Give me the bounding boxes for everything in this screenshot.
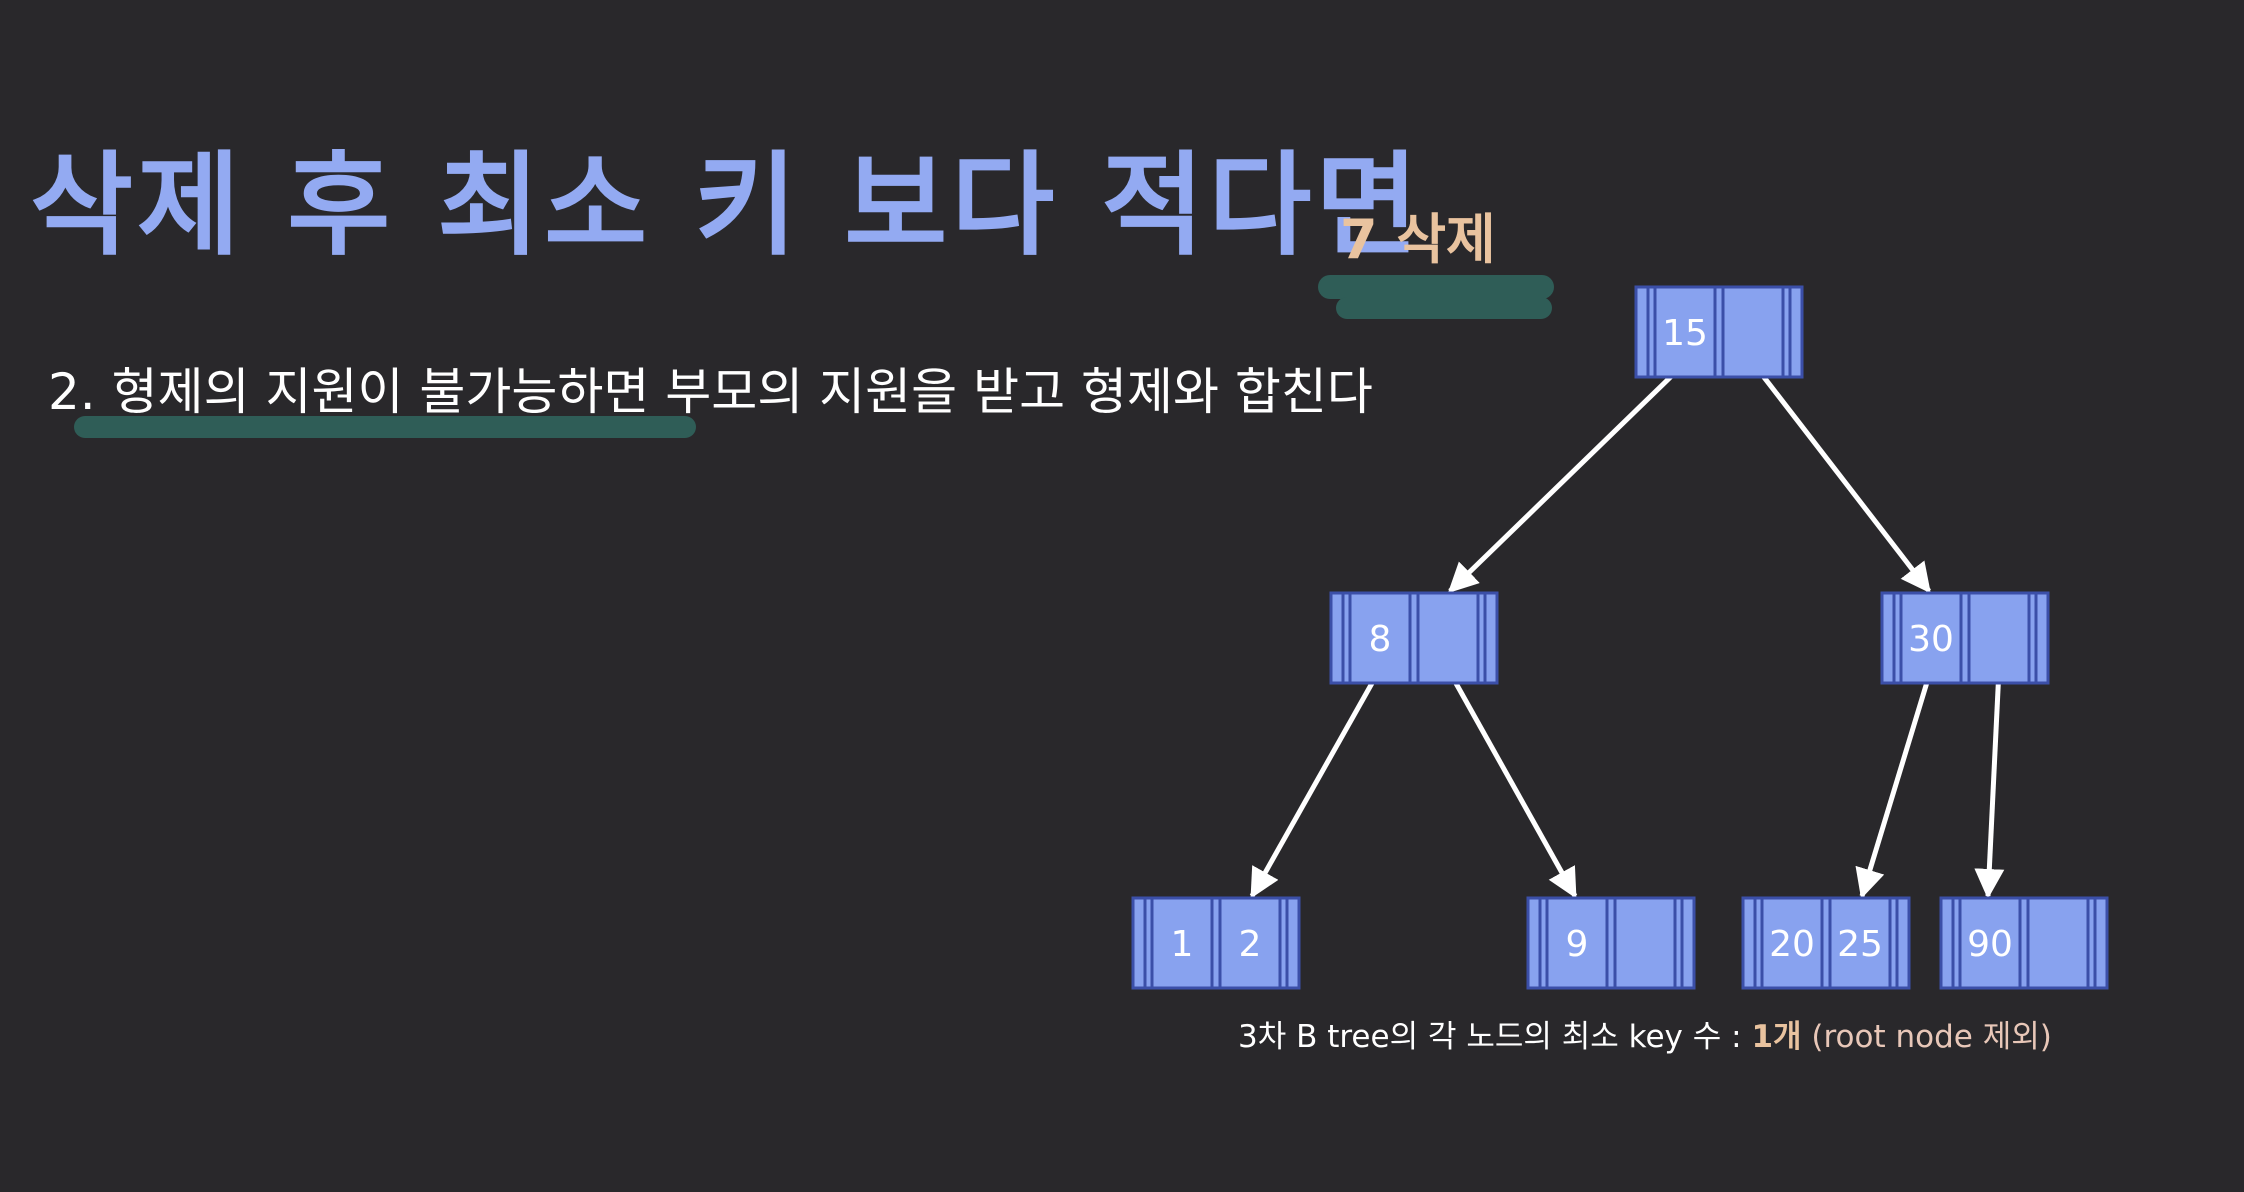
node-left: 8 — [1329, 591, 1499, 685]
badge-highlight — [1318, 275, 1554, 299]
node-key: 90 — [1967, 924, 2013, 965]
edge-right-to-leaf-90 — [1974, 668, 2005, 899]
node-key: 20 — [1769, 924, 1815, 965]
edge-left-to-leaf-9 — [1445, 667, 1578, 899]
node-root: 15 — [1634, 285, 1804, 379]
caption: 3차 B tree의 각 노드의 최소 key 수 : 1개 (root nod… — [1238, 1022, 2052, 1053]
node-box — [1329, 591, 1499, 685]
caption-prefix: 3차 B tree의 각 노드의 최소 key 수 : — [1238, 1019, 1752, 1055]
node-box — [1939, 896, 2109, 990]
node-key: 8 — [1369, 619, 1392, 660]
node-key: 2 — [1239, 924, 1262, 965]
badge-text: 7 삭제 — [1340, 208, 1496, 271]
node-key: 15 — [1662, 313, 1708, 354]
node-key: 25 — [1837, 924, 1883, 965]
node-leaf-90: 90 — [1939, 896, 2109, 990]
node-key: 30 — [1908, 619, 1954, 660]
node-box — [1880, 591, 2050, 685]
node-key: 1 — [1171, 924, 1194, 965]
caption-note: (root node 제외) — [1801, 1019, 2052, 1055]
node-box — [1741, 896, 1911, 990]
edge-right-to-leaf-20-25 — [1855, 668, 1934, 899]
rule-text: 2. 형제의 지원이 불가능하면 부모의 지원을 받고 형제와 합친다 — [48, 363, 1373, 421]
badge-highlight-lower — [1336, 297, 1552, 319]
delete-badge: 7 삭제 — [1318, 205, 1554, 325]
rule-highlight — [74, 416, 696, 438]
rule: 2. 형제의 지원이 불가능하면 부모의 지원을 받고 형제와 합친다 — [48, 362, 1468, 452]
edges-layer — [1249, 361, 2005, 899]
caption-count: 1개 — [1751, 1019, 1802, 1055]
slide-title: 삭제 후 최소 키 보다 적다면 — [30, 141, 1423, 271]
edge-root-to-left — [1447, 361, 1687, 594]
node-leaf-9: 9 — [1526, 896, 1696, 990]
edge-left-to-leaf-1-2 — [1249, 667, 1383, 899]
node-right: 30 — [1880, 591, 2050, 685]
edge-root-to-right — [1751, 361, 1931, 594]
node-box — [1131, 896, 1301, 990]
node-key: 9 — [1566, 924, 1589, 965]
node-box — [1526, 896, 1696, 990]
node-box — [1634, 285, 1804, 379]
